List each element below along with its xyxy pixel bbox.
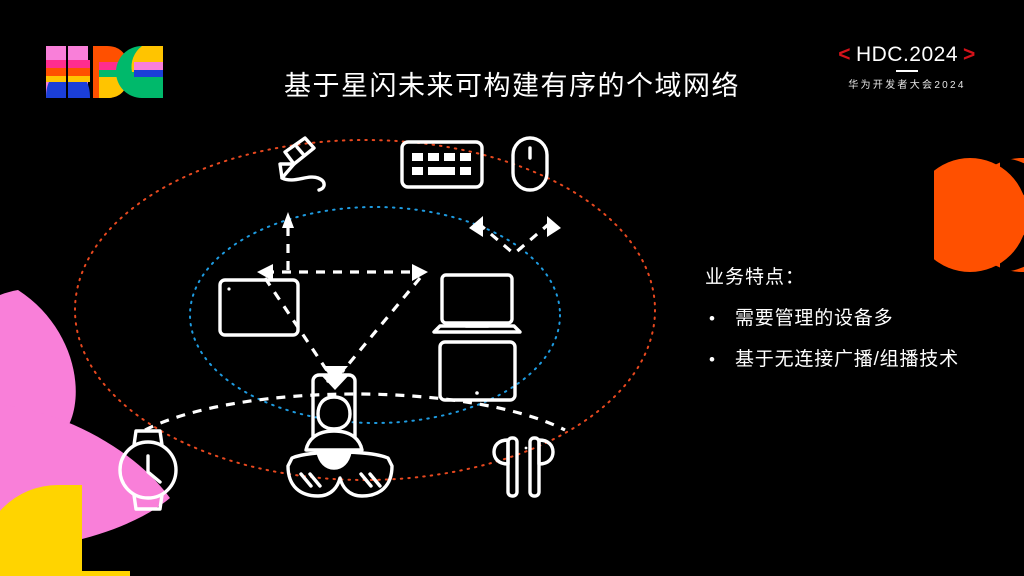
bracket-left-icon: <: [838, 43, 851, 66]
bullet-icon: •: [709, 309, 715, 328]
laptop-icon: [432, 273, 522, 334]
user-avatar-icon: [304, 395, 364, 470]
logo-letter-h: [46, 46, 90, 98]
features-title: 业务特点：: [705, 267, 806, 288]
link-keyboard-hub: [476, 221, 515, 255]
list-item: • 需要管理的设备多: [705, 303, 1005, 330]
list-item: • 基于无连接广播/组播技术: [705, 344, 1005, 371]
brand-title: HDC.2024: [855, 43, 959, 66]
page-title: 基于星闪未来可构建有序的个域网络: [284, 71, 740, 101]
ar-glasses-icon: [286, 450, 394, 498]
tablet-icon: [218, 278, 300, 337]
brand-title-line: <HDC.2024>: [822, 44, 992, 65]
link-triangle-right: [340, 276, 422, 374]
mouse-icon: [511, 136, 549, 192]
hdc-rainbow-logo: [46, 46, 168, 98]
bullet-icon: •: [709, 350, 715, 369]
earbuds-icon: [492, 436, 555, 498]
brand-lockup: <HDC.2024> 华为开发者大会2024: [822, 44, 992, 91]
bracket-right-icon: >: [963, 43, 976, 66]
link-broadcast-arc: [144, 392, 566, 432]
brand-subtitle: 华为开发者大会2024: [848, 80, 966, 91]
inner-ring-blue: [189, 206, 561, 424]
logo-letter-c: [116, 46, 168, 98]
feature-label: 基于无连接广播/组播技术: [735, 349, 959, 370]
device-network-diagram: [74, 136, 656, 511]
keyboard-icon: [400, 140, 484, 189]
monitor-icon: [438, 340, 517, 402]
feature-label: 需要管理的设备多: [735, 308, 894, 329]
decorative-circle-right: [934, 158, 1024, 272]
features-block: 业务特点： • 需要管理的设备多 • 基于无连接广播/组播技术: [705, 262, 1005, 385]
outer-ring-orange: [74, 139, 656, 481]
brand-divider: [896, 70, 918, 72]
stylus-pen-icon: [278, 136, 326, 192]
smartwatch-icon: [118, 429, 178, 511]
link-mouse-hub: [513, 221, 552, 255]
